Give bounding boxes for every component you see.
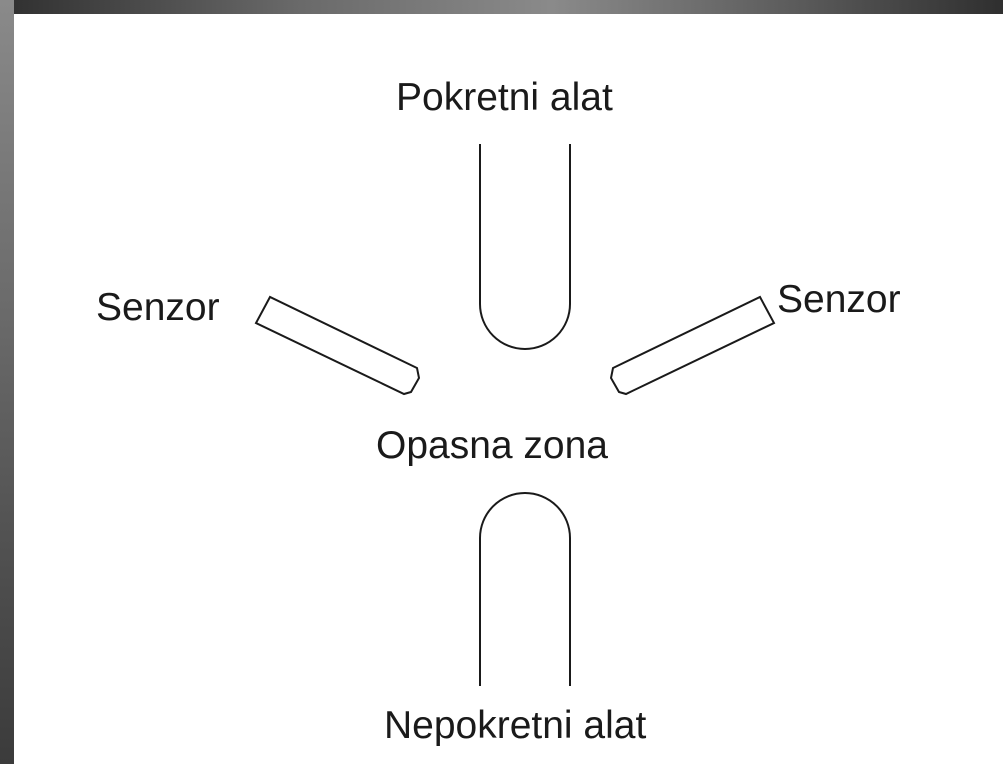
moving-tool-label: Pokretni alat	[396, 76, 613, 119]
sensor-right-shape	[609, 295, 776, 396]
fixed-tool-label: Nepokretni alat	[384, 704, 647, 747]
slide-frame-top-border	[0, 0, 1003, 14]
diagram-canvas: Pokretni alat Senzor Senzor Opasna zona …	[14, 14, 1003, 764]
moving-tool-shape	[479, 144, 571, 350]
diagram-svg	[254, 144, 776, 686]
sensor-right-label: Senzor	[777, 278, 901, 321]
fixed-tool-shape	[479, 492, 571, 686]
sensor-left-shape	[254, 295, 421, 396]
danger-zone-label: Opasna zona	[376, 424, 609, 467]
sensor-left-label: Senzor	[96, 286, 220, 329]
slide-frame-left-border	[0, 0, 14, 764]
